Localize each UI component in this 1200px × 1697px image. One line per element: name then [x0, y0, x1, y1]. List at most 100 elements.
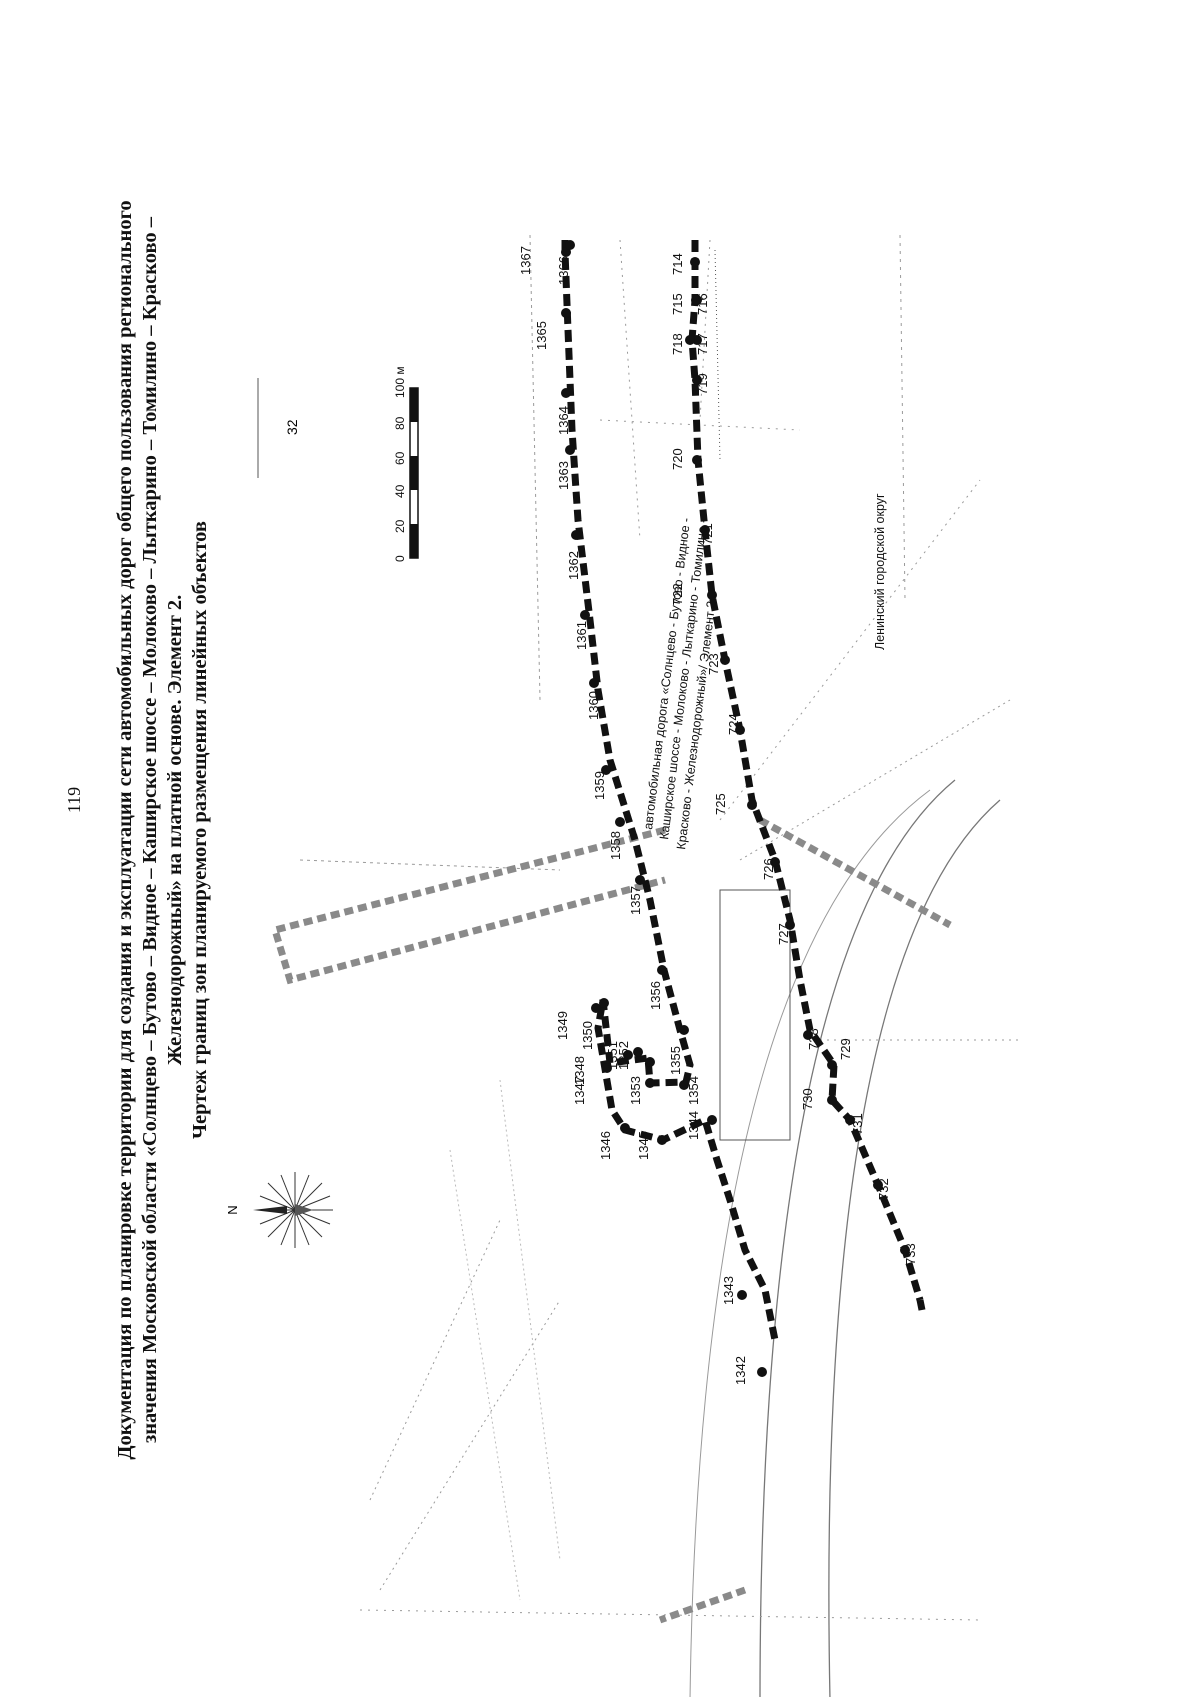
lower-marker-714	[690, 257, 700, 267]
upper-marker-label-1362: 1362	[566, 551, 581, 580]
lower-marker-label-717: 717	[695, 333, 710, 355]
zone-outlines	[270, 816, 952, 1624]
zone-outline-north	[270, 826, 666, 985]
lower-marker-719	[692, 375, 702, 385]
zone-outline-southeast	[758, 816, 952, 929]
upper-marker-1343	[737, 1290, 747, 1300]
base-line-left	[299, 859, 561, 871]
lower-marker-731	[845, 1115, 855, 1125]
lower-marker-label-726: 726	[761, 858, 776, 880]
base-road-edge-upper	[759, 779, 956, 1697]
lower-marker-726	[770, 857, 780, 867]
lower-marker-716	[692, 295, 702, 305]
upper-marker-1342	[757, 1367, 767, 1377]
base-block	[719, 889, 791, 1141]
boundary-lower	[688, 240, 924, 1302]
upper-marker-1365	[561, 308, 571, 318]
base-line-lower	[599, 419, 801, 431]
upper-marker-1347	[602, 1063, 612, 1073]
scale-bar: 0 20 40 60 80 100 м	[393, 366, 419, 562]
lower-marker-label-730: 730	[800, 1088, 815, 1110]
lower-marker-label-718: 718	[670, 333, 685, 355]
upper-marker-1345	[657, 1135, 667, 1145]
lower-marker-729	[827, 1060, 837, 1070]
upper-marker-1349	[591, 1003, 601, 1013]
base-line-mid-2	[719, 479, 981, 821]
upper-marker-1354	[679, 1080, 689, 1090]
base-line-upper	[619, 239, 641, 541]
upper-marker-label-1351: 1351	[605, 1041, 620, 1070]
lower-marker-label-716: 716	[695, 293, 710, 315]
base-line-area	[499, 1079, 561, 1561]
upper-marker-label-1350: 1350	[580, 1021, 595, 1050]
lower-marker-732	[873, 1180, 883, 1190]
base-map	[299, 234, 1020, 1697]
scale-tick-60: 60	[393, 451, 407, 465]
upper-marker-1353	[645, 1078, 655, 1088]
lower-marker-label-732: 732	[876, 1178, 891, 1200]
upper-marker-label-1357: 1357	[628, 886, 643, 915]
lower-marker-720	[692, 455, 702, 465]
lower-marker-label-723: 723	[706, 653, 721, 675]
upper-marker-label-1359: 1359	[592, 771, 607, 800]
base-line-bottom	[359, 1609, 981, 1621]
upper-marker-1355	[679, 1025, 689, 1035]
upper-marker-label-1348: 1348	[572, 1056, 587, 1085]
lower-marker-722	[707, 590, 717, 600]
scale-bar-black-1	[410, 388, 418, 422]
upper-marker-1350	[599, 998, 609, 1008]
upper-marker-label-1360: 1360	[586, 691, 601, 720]
upper-marker-1359	[601, 765, 611, 775]
upper-marker-label-1355: 1355	[668, 1046, 683, 1075]
upper-marker-1344	[707, 1115, 717, 1125]
upper-marker-label-1354: 1354	[686, 1076, 701, 1105]
upper-marker-label-1347: 1347	[572, 1076, 587, 1105]
upper-marker-1363	[565, 445, 575, 455]
boundary-lower-end	[916, 1299, 926, 1311]
lower-marker-label-725: 725	[713, 793, 728, 815]
upper-marker-label-1349: 1349	[555, 1011, 570, 1040]
lower-marker-label-720: 720	[670, 448, 685, 470]
base-line-top	[529, 234, 541, 701]
upper-marker-label-1345: 1345	[636, 1131, 651, 1160]
lower-marker-label-724: 724	[726, 713, 741, 735]
upper-marker-label-1365: 1365	[534, 321, 549, 350]
boundary-lines	[561, 240, 926, 1341]
lower-marker-label-714: 714	[670, 253, 685, 275]
north-label: N	[225, 1205, 240, 1214]
lower-marker-717	[692, 335, 702, 345]
upper-marker-label-1352: 1352	[616, 1041, 631, 1070]
base-line-area-2	[449, 1149, 521, 1601]
upper-marker-label-1346: 1346	[598, 1131, 613, 1160]
upper-marker-1364	[561, 388, 571, 398]
lower-marker-label-719: 719	[695, 373, 710, 395]
sheet-number: 32	[284, 419, 300, 435]
base-line-mid	[739, 699, 1011, 861]
upper-marker-1358	[615, 817, 625, 827]
upper-marker-1352	[645, 1057, 655, 1067]
scale-tick-40: 40	[393, 484, 407, 498]
base-line-right	[899, 234, 906, 601]
lower-marker-label-715: 715	[670, 293, 685, 315]
zone-outline-southwest	[658, 1586, 747, 1624]
scale-tick-100: 100 м	[393, 366, 407, 398]
upper-marker-label-1353: 1353	[628, 1076, 643, 1105]
district-label: Ленинский городской округ	[873, 493, 887, 650]
lower-marker-727	[785, 920, 795, 930]
lower-marker-label-729: 729	[838, 1038, 853, 1060]
upper-marker-label-1364: 1364	[556, 406, 571, 435]
scale-tick-20: 20	[393, 519, 407, 533]
lower-marker-721	[700, 525, 710, 535]
upper-marker-label-1361: 1361	[574, 621, 589, 650]
lower-marker-label-731: 731	[850, 1113, 865, 1135]
upper-marker-label-1356: 1356	[648, 981, 663, 1010]
upper-marker-1348	[623, 1050, 633, 1060]
lower-marker-728	[803, 1030, 813, 1040]
scale-tick-80: 80	[393, 416, 407, 430]
upper-marker-label-1344: 1344	[686, 1111, 701, 1140]
upper-marker-1367	[565, 240, 575, 250]
upper-marker-1362	[571, 530, 581, 540]
lower-marker-733	[900, 1245, 910, 1255]
